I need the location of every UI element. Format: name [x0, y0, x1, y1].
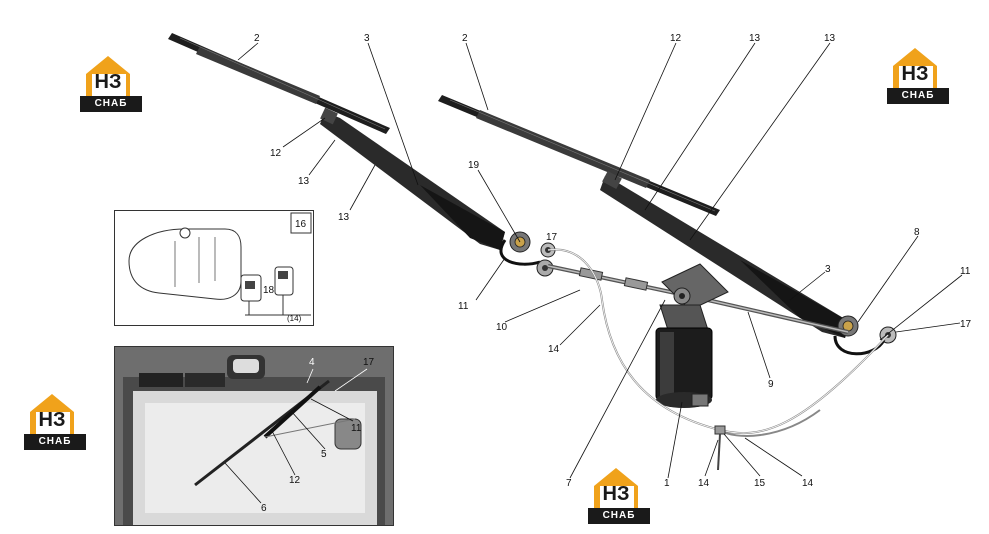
label-14-left: 14 [548, 344, 560, 355]
inset-label-18: 18 [263, 285, 275, 296]
label-17-right: 17 [960, 319, 972, 330]
right-wiper-arm [600, 170, 897, 356]
label-12-right: 12 [670, 33, 682, 44]
logo-word: СНАБ [588, 508, 650, 524]
label-13-right-b: 13 [824, 33, 836, 44]
label-14-bottom-a: 14 [698, 478, 710, 489]
cab-label-5: 5 [321, 449, 327, 460]
logo-word: СНАБ [24, 434, 86, 450]
cab-photo-inset: 4 17 11 5 12 6 [114, 346, 394, 526]
cab-label-11: 11 [351, 423, 362, 434]
inset-label-14: (14) [287, 314, 302, 323]
logo-house-icon [86, 56, 130, 96]
logo-house-icon [594, 468, 638, 508]
label-11-right: 11 [960, 266, 971, 277]
label-15: 15 [754, 478, 766, 489]
label-10: 10 [496, 322, 508, 333]
inset-label-16: 16 [295, 219, 307, 230]
label-11-left: 11 [458, 301, 469, 312]
label-9: 9 [768, 379, 774, 390]
logo-word: СНАБ [80, 96, 142, 112]
cab-label-17: 17 [363, 357, 375, 368]
logo-house-icon [893, 48, 937, 88]
cab-label-6: 6 [261, 503, 267, 514]
logo-mark: НЗ [38, 409, 66, 431]
right-wiper-blade [438, 95, 720, 216]
left-wiper-blade [168, 33, 390, 134]
label-13-right-a: 13 [749, 33, 761, 44]
cab-label-4: 4 [309, 357, 315, 368]
logo-mark: НЗ [602, 483, 630, 505]
label-1: 1 [664, 478, 670, 489]
cab-label-12: 12 [289, 475, 301, 486]
logo-mark: НЗ [901, 63, 929, 85]
brand-logo-top-right: НЗ СНАБ [887, 46, 949, 106]
label-13-left-a: 13 [298, 176, 310, 187]
washer-hoses [547, 248, 889, 471]
linkage-rods [547, 264, 849, 334]
wiper-motor [655, 263, 729, 408]
label-12-left: 12 [270, 148, 282, 159]
label-17-left: 17 [546, 232, 558, 243]
label-8: 8 [914, 227, 920, 238]
label-2-right-blade: 2 [462, 33, 468, 44]
washer-tank-drawing: 16 18 (14) [128, 212, 312, 323]
label-7: 7 [566, 478, 572, 489]
label-13-left-b: 13 [338, 212, 350, 223]
washer-tank-inset: 16 18 (14) [114, 210, 314, 326]
brand-logo-bottom-center: НЗ СНАБ [588, 466, 650, 526]
logo-house-icon [30, 394, 74, 434]
label-3-right-arm: 3 [825, 264, 831, 275]
label-14-bottom-b: 14 [802, 478, 814, 489]
left-wiper-arm [320, 107, 556, 277]
logo-mark: НЗ [94, 71, 122, 93]
brand-logo-top-left: НЗ СНАБ [80, 54, 142, 114]
leader-lines [237, 42, 963, 479]
cab-photo-drawing: 4 17 11 5 12 6 [115, 347, 393, 525]
brand-logo-mid-left: НЗ СНАБ [24, 392, 86, 452]
logo-word: СНАБ [887, 88, 949, 104]
label-19: 19 [468, 160, 480, 171]
label-3-left-arm: 3 [364, 33, 370, 44]
label-2-left-blade: 2 [254, 33, 260, 44]
